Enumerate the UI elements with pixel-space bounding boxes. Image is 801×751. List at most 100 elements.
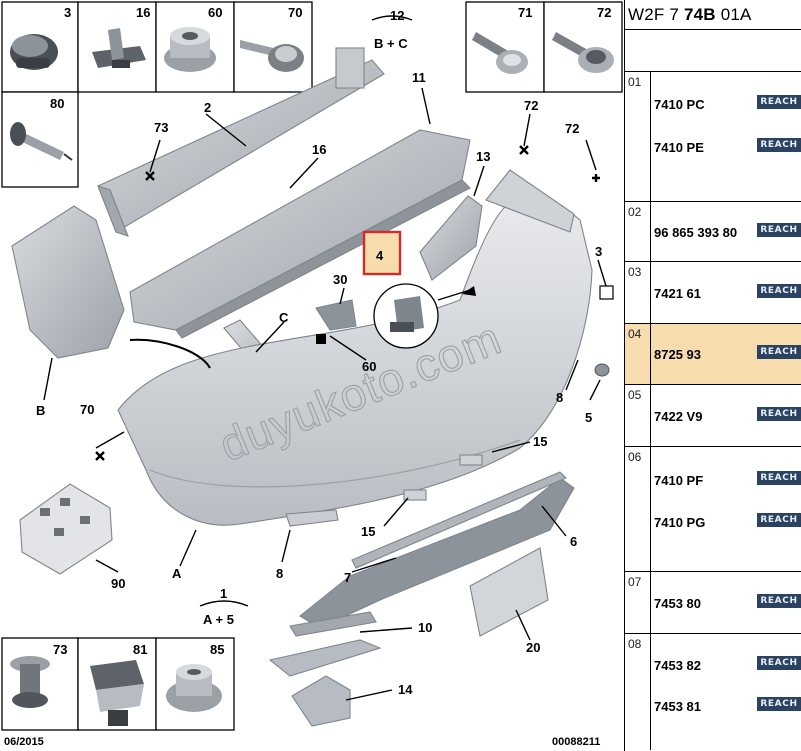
row-04[interactable]: 04 8725 93 REACH (625, 324, 801, 385)
callout-5: 5 (585, 410, 592, 425)
row-index: 07 (625, 572, 651, 633)
plug-marker (599, 285, 614, 300)
callout-15a: 15 (533, 434, 547, 449)
nut-icon (164, 27, 216, 72)
reach-badge[interactable]: REACH (757, 345, 801, 359)
thumb-80: 80 (1, 91, 79, 188)
svg-text:80: 80 (50, 96, 64, 111)
row-index: 02 (625, 202, 651, 261)
part-ref[interactable]: 7410 PC (654, 97, 705, 112)
callout-11: 11 (412, 70, 426, 85)
header-code-suffix: 01A (715, 5, 752, 24)
callout-10: 10 (418, 620, 432, 635)
callout-6: 6 (570, 534, 577, 549)
svg-text:85: 85 (210, 642, 224, 657)
thumb-16: 16 (77, 1, 157, 93)
bolt-icon (472, 32, 528, 74)
footer-date: 06/2015 (4, 736, 44, 748)
svg-text:60: 60 (208, 5, 222, 20)
thumb-72: 72 (543, 1, 623, 93)
callout-60: 60 (362, 359, 376, 374)
reach-badge[interactable]: REACH (757, 95, 801, 109)
panel-subheader (625, 30, 801, 72)
callout-20: 20 (526, 640, 540, 655)
callout-labels: 12 B + C 11 2 73 16 72 72 13 3 4 30 60 C… (36, 8, 602, 697)
callout-15b: 15 (361, 524, 375, 539)
svg-text:81: 81 (133, 642, 147, 657)
thumb-71: 71 (465, 1, 545, 93)
part-ref[interactable]: 8725 93 (654, 347, 701, 362)
panel-header: W2F 7 74B 01A (625, 0, 801, 30)
callout-b: B (36, 403, 45, 418)
part-sensor-mount (291, 675, 351, 727)
callout-b-c: B + C (374, 36, 408, 51)
reach-badge[interactable]: REACH (757, 697, 801, 711)
reach-badge[interactable]: REACH (757, 284, 801, 298)
callout-8b: 8 (276, 566, 283, 581)
reach-badge[interactable]: REACH (757, 407, 801, 421)
callout-lines (43, 15, 607, 701)
svg-text:72: 72 (597, 5, 611, 20)
row-03[interactable]: 03 7421 61 REACH (625, 262, 801, 324)
row-index: 05 (625, 385, 651, 446)
reference-panel: W2F 7 74B 01A 01 7410 PC REACH 7410 PE R… (624, 0, 801, 751)
reach-badge[interactable]: REACH (757, 513, 801, 527)
row-08[interactable]: 08 7453 82 REACH 7453 81 REACH (625, 634, 801, 750)
callout-a: A (172, 566, 182, 581)
callout-16: 16 (312, 142, 326, 157)
part-license-bracket (469, 547, 549, 637)
thumb-60: 60 (155, 1, 235, 93)
part-ref[interactable]: 7410 PF (654, 473, 704, 488)
callout-72b: 72 (565, 121, 579, 136)
callout-90: 90 (111, 576, 125, 591)
row-index: 08 (625, 634, 651, 750)
row-index: 04 (625, 324, 651, 384)
row-06[interactable]: 06 7410 PF REACH 7410 PG REACH (625, 447, 801, 572)
cross-markers (95, 145, 600, 461)
row-index: 06 (625, 447, 651, 571)
reach-badge[interactable]: REACH (757, 138, 801, 152)
plug-icon (10, 34, 58, 70)
thumb-70: 70 (233, 1, 313, 93)
callout-70: 70 (80, 402, 94, 417)
bolt-washer-icon (552, 32, 614, 73)
part-trim-strip (351, 454, 567, 569)
part-ref[interactable]: 7453 81 (654, 699, 701, 714)
callout-1: 1 (220, 586, 227, 601)
part-ref[interactable]: 96 865 393 80 (654, 225, 738, 240)
reach-badge[interactable]: REACH (757, 656, 801, 670)
row-05[interactable]: 05 7422 V9 REACH (625, 385, 801, 447)
row-01[interactable]: 01 7410 PC REACH 7410 PE REACH (625, 72, 801, 202)
row-02[interactable]: 02 96 865 393 80 REACH (625, 202, 801, 262)
thumb-81: 81 (77, 637, 157, 731)
part-reflector (285, 509, 339, 527)
row-07[interactable]: 07 7453 80 REACH (625, 572, 801, 634)
part-absorber (129, 129, 471, 339)
reach-badge[interactable]: REACH (757, 223, 801, 237)
part-reinforcement-beam (97, 47, 385, 237)
callout-3: 3 (595, 244, 602, 259)
part-ref[interactable]: 7410 PE (654, 140, 704, 155)
part-ref[interactable]: 7453 82 (654, 658, 701, 673)
part-ref[interactable]: 7422 V9 (654, 409, 703, 424)
reach-badge[interactable]: REACH (757, 594, 801, 608)
thumb-3: 3 (1, 1, 79, 93)
highlight-box-part-4 (362, 230, 402, 276)
callout-a-5: A + 5 (203, 612, 234, 627)
svg-text:3: 3 (64, 5, 71, 20)
header-code-prefix: W2F 7 (628, 5, 684, 24)
reach-badge[interactable]: REACH (757, 471, 801, 485)
callout-14: 14 (398, 682, 413, 697)
screw-icon (240, 40, 304, 72)
part-clip-bag (19, 483, 113, 575)
callout-13: 13 (476, 149, 490, 164)
row-index: 03 (625, 262, 651, 323)
part-ref[interactable]: 7410 PG (654, 515, 706, 530)
part-sensor-detail (373, 283, 476, 349)
flange-nut-icon (166, 664, 222, 712)
callout-8a: 8 (556, 390, 563, 405)
row-index: 01 (625, 72, 651, 201)
svg-text:16: 16 (136, 5, 150, 20)
part-ref[interactable]: 7453 80 (654, 596, 701, 611)
part-ref[interactable]: 7421 61 (654, 286, 701, 301)
